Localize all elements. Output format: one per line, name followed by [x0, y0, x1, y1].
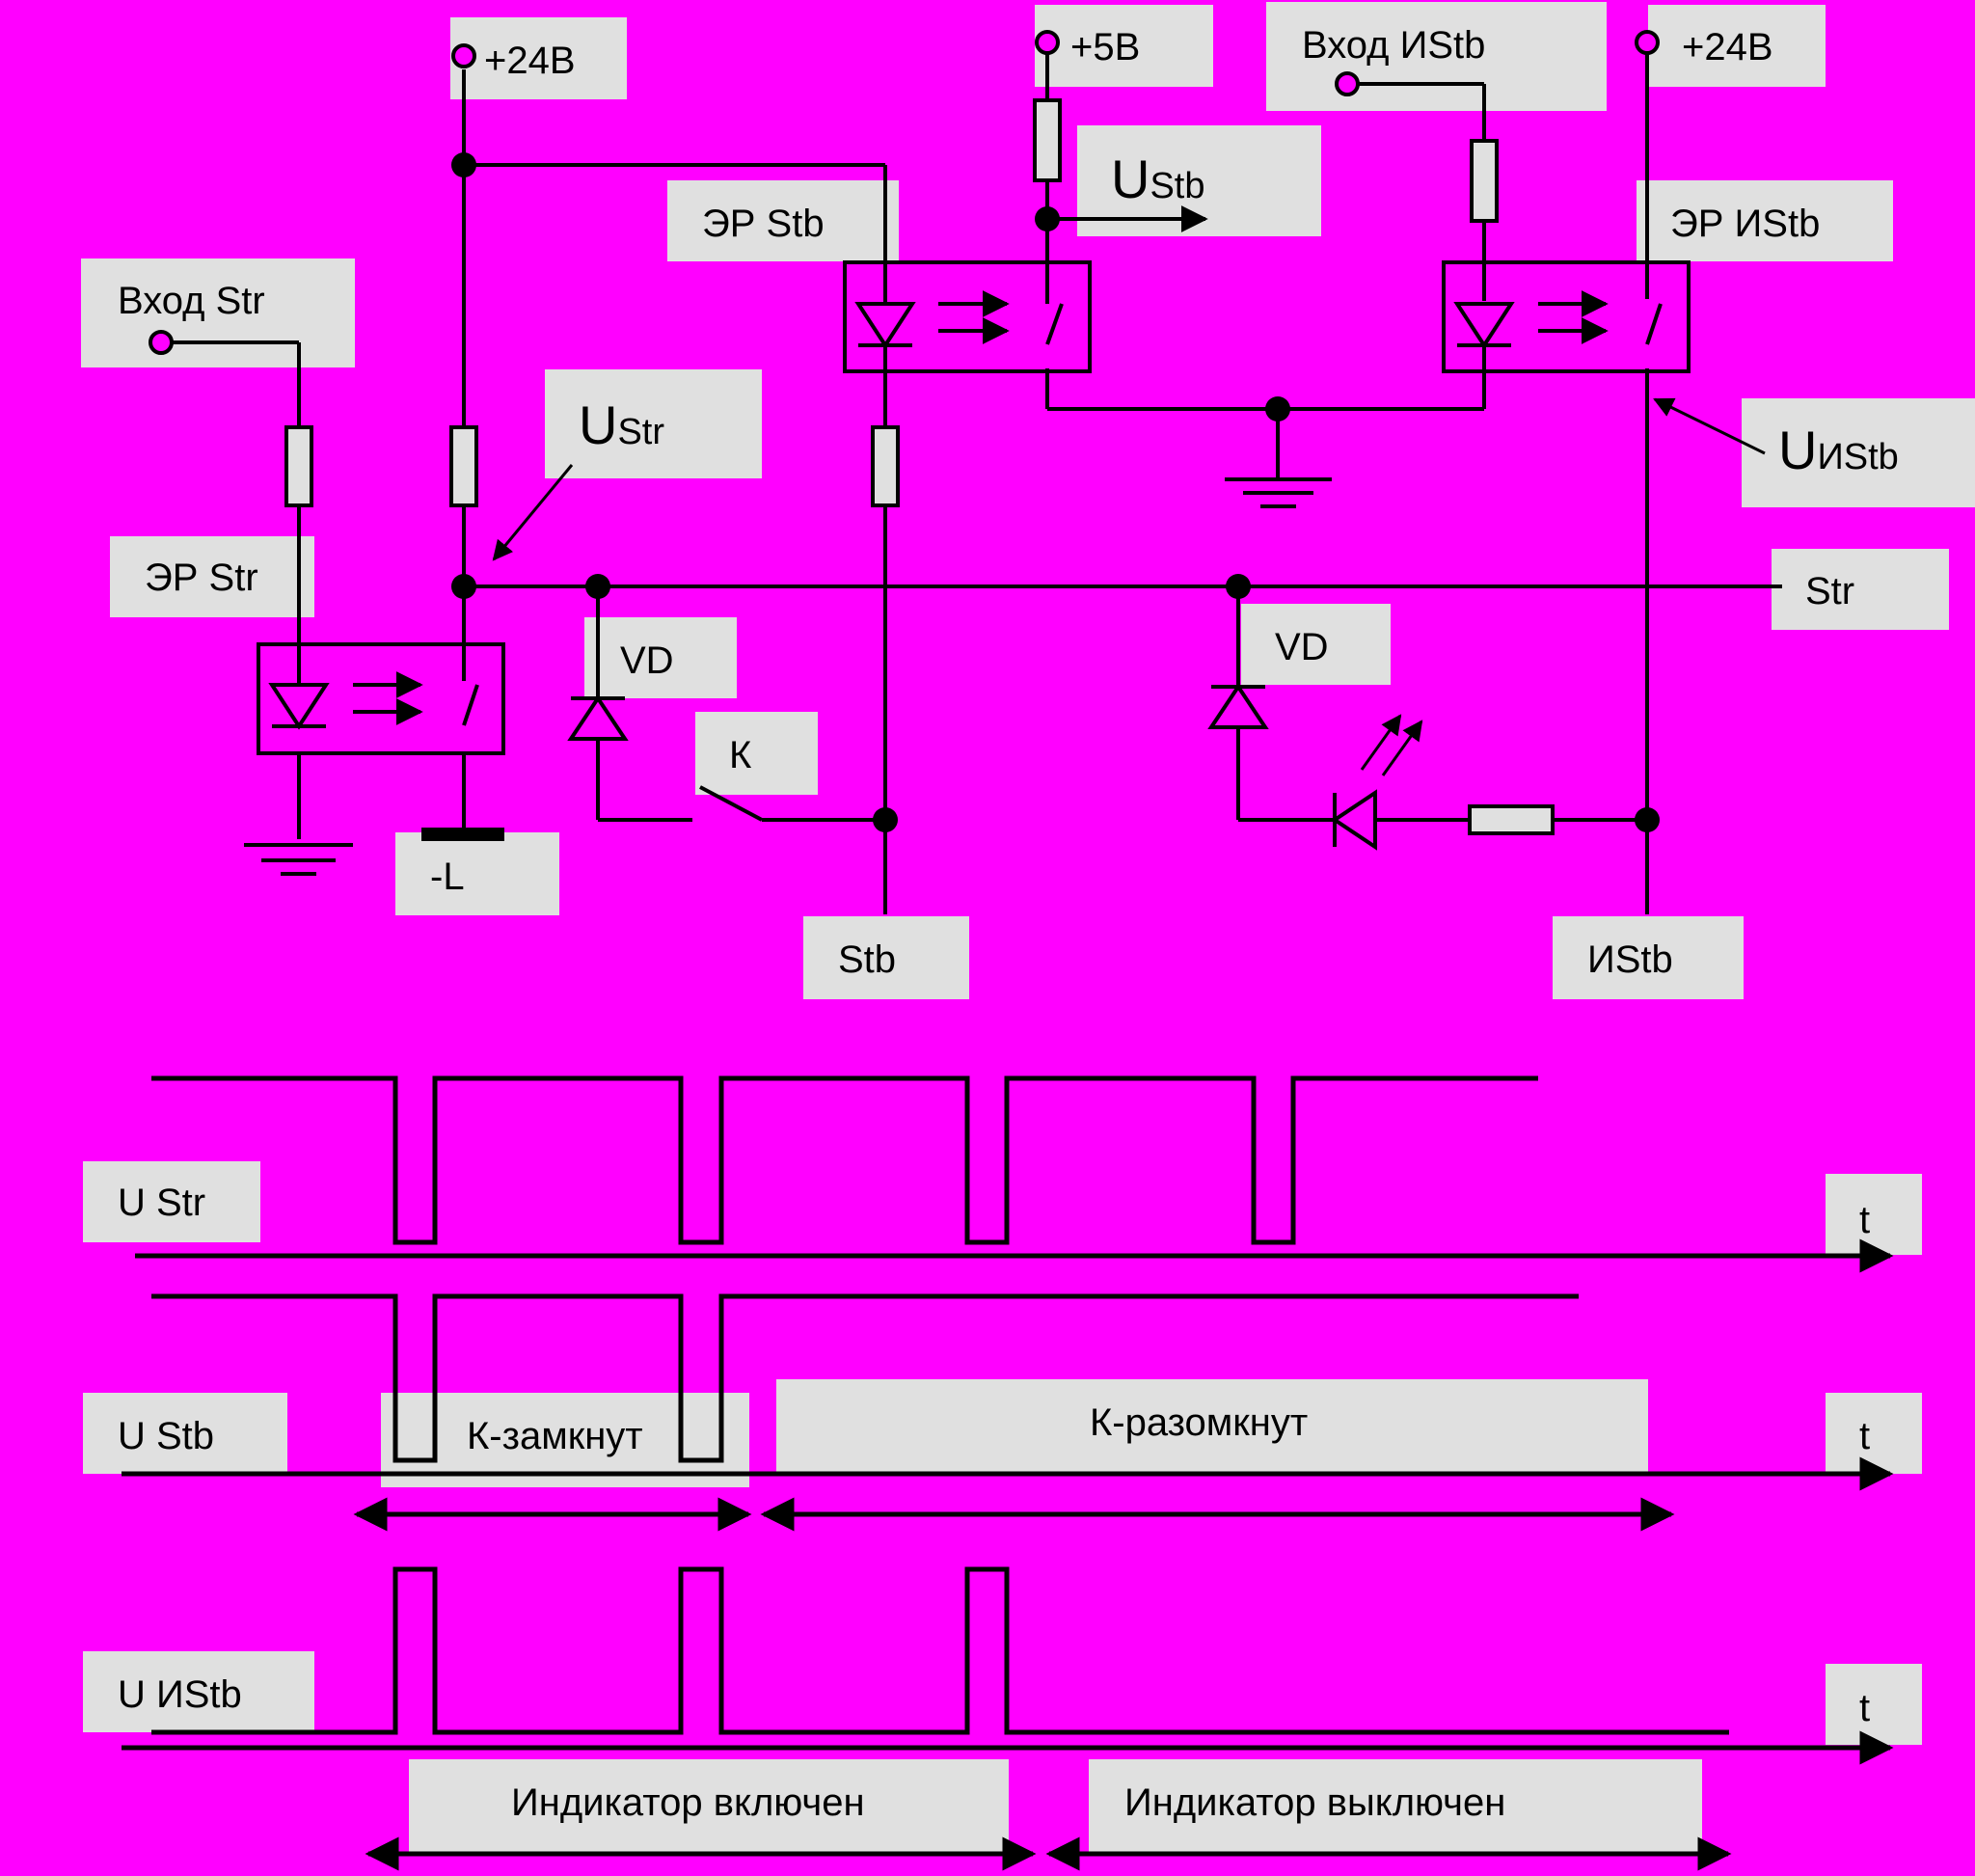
label-vd-right: VD: [1275, 626, 1329, 668]
label-er-str: ЭР Str: [145, 557, 258, 599]
resistor-str-input: [284, 425, 313, 507]
resistor-istb-input: [1470, 139, 1499, 223]
diode-vd-left: [567, 694, 629, 741]
label-boxes: [81, 2, 1975, 1854]
label-v24-left: +24В: [484, 40, 576, 82]
label-input-str: Вход Str: [118, 280, 265, 322]
optocoupler-er-stb: [843, 260, 1092, 373]
label-input-istb: Вход ИStb: [1302, 24, 1485, 67]
label-stb-out: Stb: [838, 938, 896, 981]
optocoupler-er-istb: [1442, 260, 1691, 373]
circuit-labels: +24В +5В Вход ИStb +24В UStb ЭР Stb ЭР И…: [118, 24, 1899, 981]
label-v24-right: +24В: [1682, 26, 1773, 68]
waveform-u-str: [151, 1075, 1538, 1245]
label-time-axis-2: t: [1859, 1415, 1870, 1457]
resistor-er-stb: [871, 425, 900, 507]
label-k-closed: К-замкнут: [467, 1415, 643, 1457]
label-minus-l: -L: [430, 856, 465, 898]
resistors: [284, 98, 1555, 835]
terminals: [149, 30, 1660, 355]
label-er-stb: ЭР Stb: [702, 203, 825, 245]
label-time-axis-3: t: [1859, 1687, 1870, 1729]
label-er-istb: ЭР ИStb: [1670, 203, 1820, 245]
label-u-stb: UStb: [1111, 149, 1205, 209]
label-timing-u-str: U Str: [118, 1182, 205, 1224]
optocoupler-er-str: [257, 642, 505, 755]
diodes: [567, 683, 1377, 851]
label-vd-left: VD: [620, 639, 674, 682]
waveform-u-istb: [151, 1566, 1729, 1735]
circuit-wiring: [172, 46, 1782, 914]
led-indicator: [1331, 789, 1377, 851]
timing-waveforms: [122, 1075, 1894, 1871]
label-timing-u-istb: U ИStb: [118, 1673, 242, 1716]
waveform-u-stb: [151, 1293, 1579, 1463]
resistor-5v: [1033, 98, 1062, 182]
label-indicator-on: Индикатор включен: [511, 1781, 865, 1824]
resistor-24v-left: [449, 425, 478, 507]
junction-dots: [451, 152, 1660, 832]
timing-labels: U Str t U Stb К-замкнут К-разомкнут t U …: [118, 1182, 1870, 1824]
label-istb-out: ИStb: [1587, 938, 1673, 981]
label-indicator-off: Индикатор выключен: [1124, 1781, 1505, 1824]
label-u-str: UStr: [579, 394, 664, 455]
label-time-axis-1: t: [1859, 1199, 1870, 1241]
label-k-open: К-разомкнут: [1090, 1401, 1308, 1444]
label-v5: +5В: [1070, 26, 1140, 68]
label-timing-u-stb: U Stb: [118, 1415, 214, 1457]
label-u-istb: UИStb: [1778, 420, 1899, 480]
label-switch-k: К: [729, 734, 752, 776]
resistor-led: [1468, 804, 1555, 835]
label-str-line: Str: [1805, 570, 1854, 612]
diode-vd-right: [1207, 683, 1269, 729]
